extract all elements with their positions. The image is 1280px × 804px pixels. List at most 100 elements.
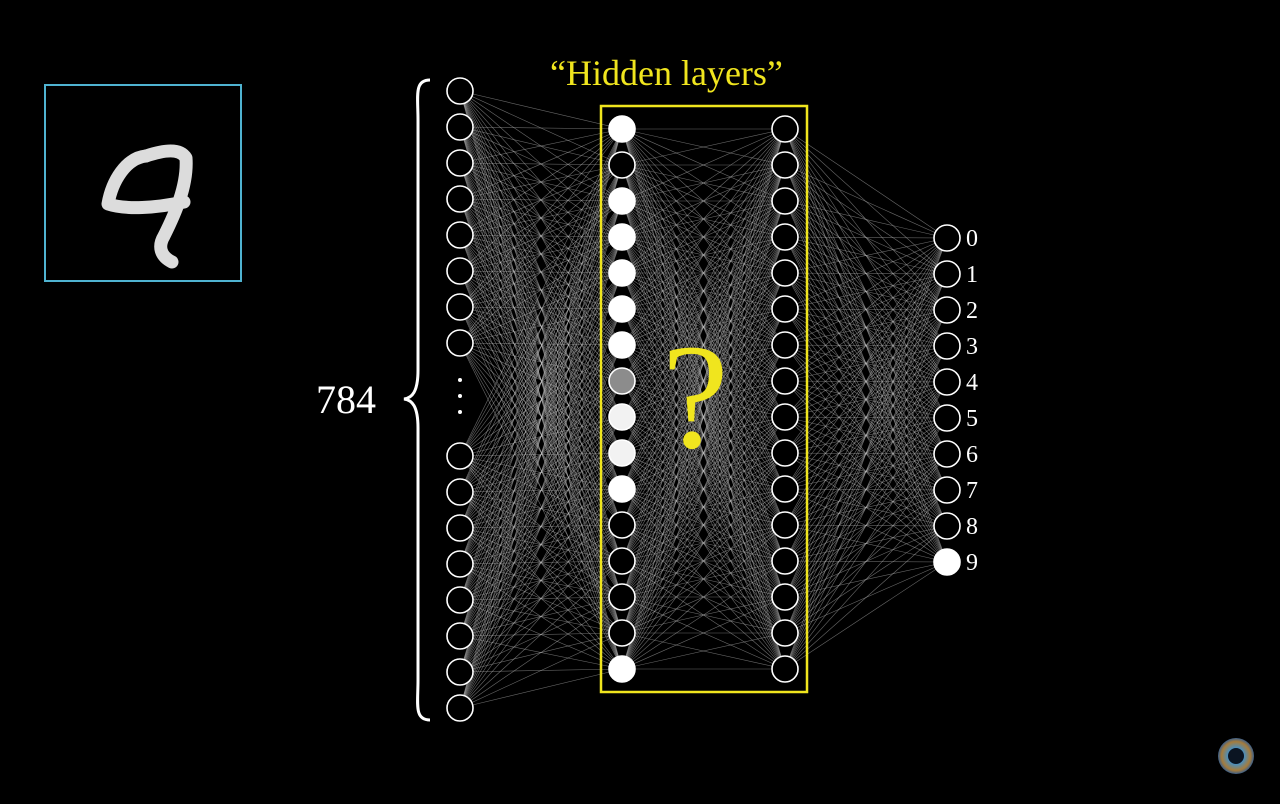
edge-hidden1-hidden2 [621, 488, 786, 670]
edge-input-hidden1 [459, 164, 623, 344]
edge-hidden2-output [784, 237, 948, 310]
ellipsis-dot [458, 394, 462, 398]
hidden2-neuron [771, 331, 799, 359]
output-label-5: 5 [966, 406, 978, 432]
input-neuron [446, 622, 474, 650]
hidden1-neuron [608, 259, 636, 287]
edge-hidden1-hidden2 [621, 128, 786, 598]
edge-hidden2-output [784, 309, 948, 670]
edge-hidden2-output [784, 237, 948, 670]
edge-input-hidden1 [459, 236, 623, 709]
edge-hidden1-hidden2 [621, 164, 786, 670]
edge-input-hidden1 [459, 128, 623, 637]
edge-input-hidden1 [459, 452, 623, 709]
output-neuron [933, 404, 961, 432]
edge-input-hidden1 [459, 342, 623, 670]
hidden2-neuron [771, 151, 799, 179]
edge-hidden1-hidden2 [621, 128, 786, 274]
hidden2-neuron [771, 115, 799, 143]
hidden2-neuron [771, 367, 799, 395]
hidden2-neuron [771, 187, 799, 215]
output-neuron [933, 296, 961, 324]
edge-hidden1-hidden2 [621, 128, 786, 490]
output-neuron [933, 224, 961, 252]
input-neuron [446, 149, 474, 177]
handwritten-digit-9-image [46, 86, 240, 280]
edge-input-hidden1 [459, 596, 623, 709]
hidden2-neuron [771, 583, 799, 611]
input-neuron [446, 77, 474, 105]
edge-input-hidden1 [459, 308, 623, 709]
output-label-0: 0 [966, 226, 978, 252]
input-neuron [446, 478, 474, 506]
edge-hidden2-output [784, 345, 948, 670]
hidden1-neuron [608, 511, 636, 539]
edge-hidden1-hidden2 [621, 380, 786, 670]
input-neuron [446, 586, 474, 614]
edge-hidden2-output [784, 237, 948, 382]
network-nodes [446, 77, 961, 722]
edge-input-hidden1 [459, 128, 623, 164]
edge-input-hidden1 [459, 668, 623, 709]
edge-input-hidden1 [459, 342, 623, 490]
edge-input-hidden1 [459, 342, 623, 562]
hidden2-neuron [771, 223, 799, 251]
curly-brace [403, 78, 431, 722]
hidden2-neuron [771, 259, 799, 287]
edge-hidden2-output [784, 525, 948, 670]
edge-hidden2-output [784, 236, 948, 239]
hidden1-neuron [608, 115, 636, 143]
edge-input-hidden1 [459, 342, 623, 634]
hidden-layers-box [599, 104, 809, 694]
input-neuron [446, 329, 474, 357]
hidden1-neuron [608, 223, 636, 251]
hidden1-neuron [608, 655, 636, 683]
edge-input-hidden1 [459, 128, 623, 673]
edge-hidden2-output [784, 381, 948, 670]
edge-hidden1-hidden2 [621, 128, 786, 346]
edge-input-hidden1 [459, 128, 623, 308]
input-brace [403, 78, 431, 722]
edge-hidden1-hidden2 [621, 128, 786, 634]
output-label-3: 3 [966, 334, 978, 360]
input-neuron [446, 658, 474, 686]
edge-hidden1-hidden2 [621, 632, 786, 670]
input-neuron [446, 113, 474, 141]
edge-hidden1-hidden2 [621, 236, 786, 670]
hidden1-neuron [608, 619, 636, 647]
output-neuron [933, 476, 961, 504]
edge-hidden2-output [784, 200, 948, 239]
3b1b-pi-eye-logo-icon [1218, 738, 1254, 774]
input-neuron [446, 550, 474, 578]
hidden1-neuron [608, 331, 636, 359]
edge-input-hidden1 [459, 128, 623, 457]
ellipsis-dot [458, 378, 462, 382]
hidden1-neuron [608, 151, 636, 179]
edge-input-hidden1 [459, 632, 623, 709]
edge-input-hidden1 [459, 342, 623, 382]
hidden1-neuron [608, 367, 636, 395]
edge-input-hidden1 [459, 128, 623, 565]
edge-input-hidden1 [459, 560, 623, 709]
edge-hidden1-hidden2 [621, 128, 786, 310]
edge-hidden1-hidden2 [621, 128, 786, 238]
input-ellipsis [458, 378, 462, 414]
edge-input-hidden1 [459, 416, 623, 709]
hidden1-neuron [608, 295, 636, 323]
edge-hidden2-output [784, 164, 948, 239]
output-neuron [933, 548, 961, 576]
edge-hidden1-hidden2 [621, 344, 786, 670]
edge-input-hidden1 [459, 272, 623, 709]
output-neuron [933, 260, 961, 288]
input-neuron [446, 514, 474, 542]
hidden2-neuron [771, 655, 799, 683]
hidden1-neuron [608, 583, 636, 611]
edge-input-hidden1 [459, 128, 623, 200]
input-neuron [446, 257, 474, 285]
input-neuron [446, 185, 474, 213]
edge-input-hidden1 [459, 128, 623, 493]
output-label-2: 2 [966, 298, 978, 324]
edge-hidden2-output [784, 237, 948, 526]
